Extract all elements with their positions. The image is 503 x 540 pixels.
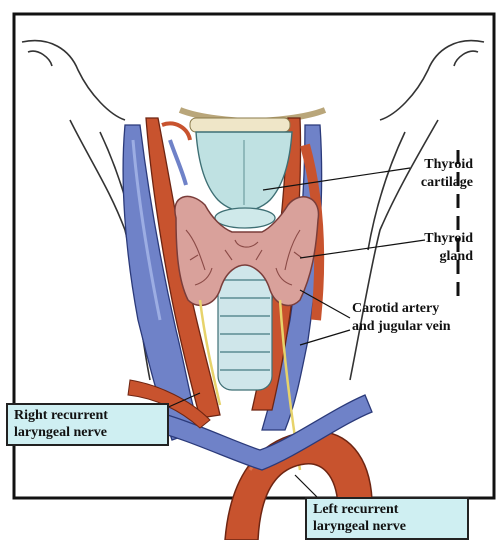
label-thyroid-cartilage-line1: Thyroid	[424, 157, 473, 172]
label-thyroid-gland-line1: Thyroid	[424, 231, 473, 246]
label-thyroid-gland-line2: gland	[440, 249, 474, 264]
label-left-nerve-line2: laryngeal nerve	[313, 518, 461, 535]
label-carotid-line2: and jugular vein	[352, 319, 451, 334]
label-carotid-line1: Carotid artery	[352, 301, 439, 316]
label-right-nerve-line1: Right recurrent	[14, 407, 161, 424]
label-left-recurrent-laryngeal-nerve: Left recurrent laryngeal nerve	[305, 497, 469, 540]
cricoid-cartilage	[215, 208, 275, 228]
hyoid-bone	[190, 118, 290, 132]
trachea	[218, 260, 272, 390]
label-right-nerve-line2: laryngeal nerve	[14, 424, 161, 441]
label-right-recurrent-laryngeal-nerve: Right recurrent laryngeal nerve	[6, 403, 169, 446]
label-thyroid-cartilage-line2: cartilage	[421, 175, 473, 190]
label-left-nerve-line1: Left recurrent	[313, 501, 461, 518]
